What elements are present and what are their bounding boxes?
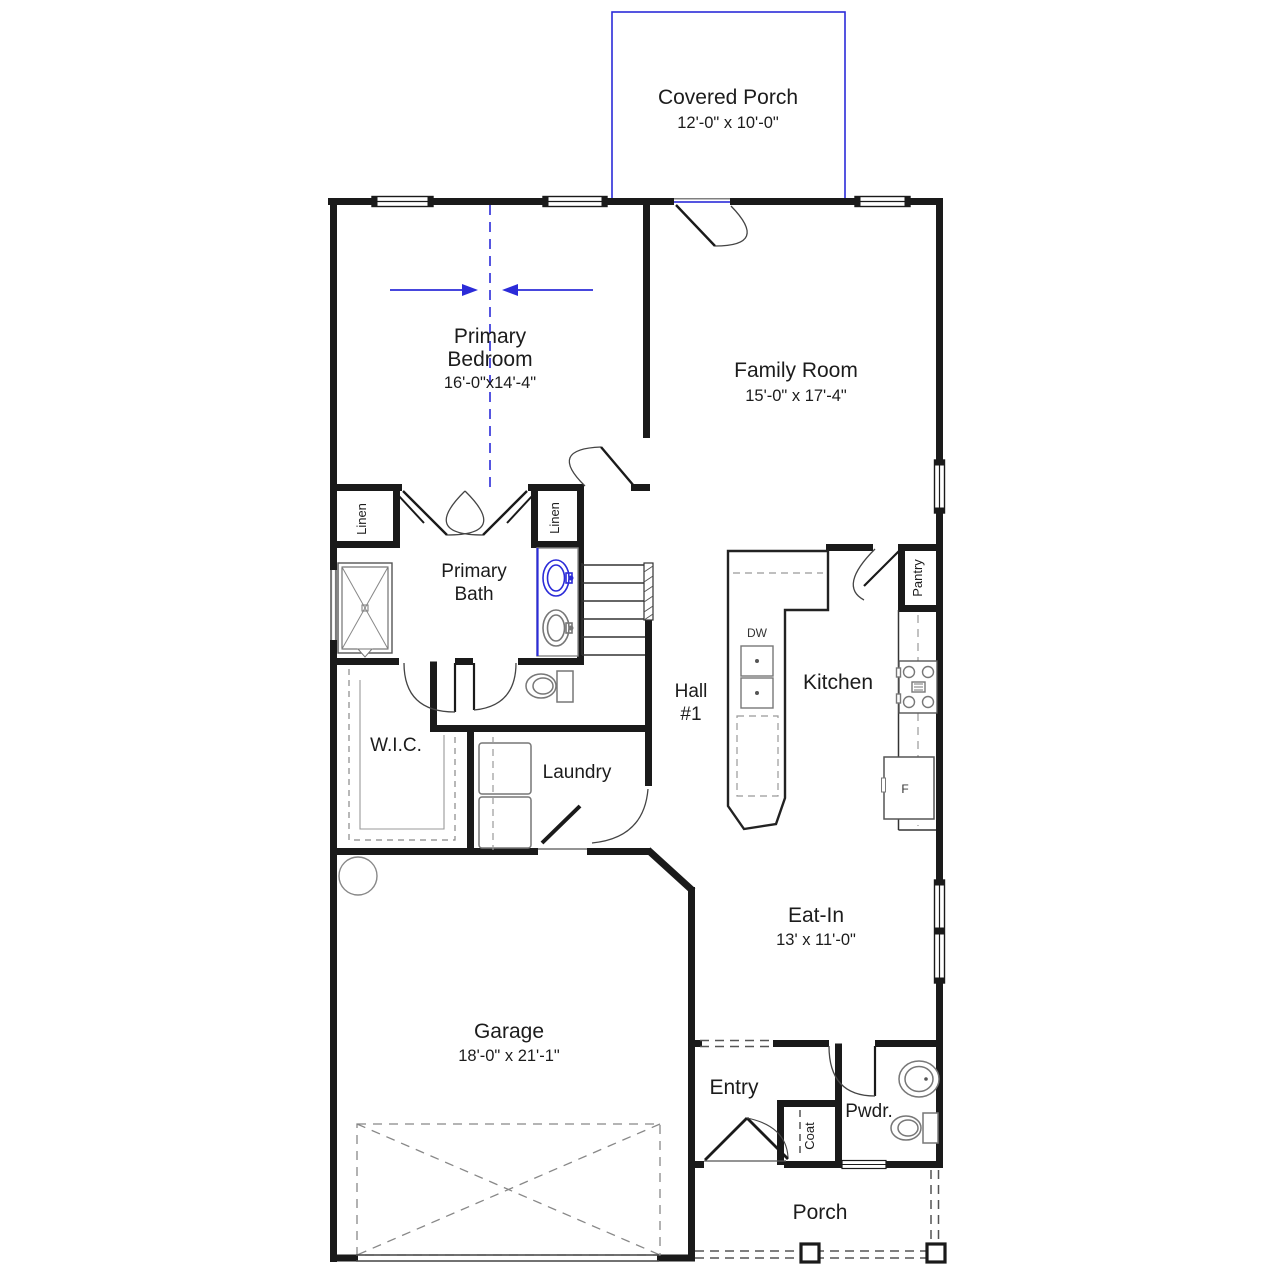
porch-post — [799, 1242, 821, 1264]
garage-elements — [338, 856, 661, 1262]
room-label-primary-bath: Primary — [441, 561, 507, 582]
door-leaf — [704, 1117, 748, 1161]
water-heater-icon — [338, 856, 378, 896]
porch-edge — [695, 1170, 940, 1259]
closet-label-coat: Coat — [802, 1122, 817, 1150]
appliance-label-fridge: F — [901, 782, 908, 796]
powder-fixtures — [890, 1060, 940, 1144]
door-leaf — [402, 490, 448, 536]
door-leaf — [746, 1117, 789, 1160]
porch-post — [925, 1242, 947, 1264]
door-arc — [568, 446, 602, 487]
room-dims-family-room: 15'-0" x 17'-4" — [745, 387, 847, 405]
toilet-icon — [890, 1112, 939, 1144]
room-label-hall: #1 — [680, 704, 701, 725]
door-leaf — [482, 490, 528, 536]
room-label-primary-bedroom: Primary — [454, 325, 527, 348]
stair-stringer — [643, 562, 654, 621]
room-label-garage: Garage — [474, 1020, 544, 1043]
sink-icon — [542, 609, 574, 647]
stairs — [581, 562, 654, 656]
door-arc — [591, 788, 649, 844]
room-label-primary-bath: Bath — [454, 584, 493, 605]
room-label-wic: W.I.C. — [370, 735, 422, 756]
closet-label-linen-right: Linen — [547, 502, 562, 534]
door-arc — [446, 490, 485, 536]
tray-ceiling-mark — [390, 205, 593, 487]
room-label-primary-bedroom: Bedroom — [447, 348, 532, 371]
appliance-label-dishwasher: DW — [747, 626, 768, 640]
closet-label-linen-left: Linen — [354, 503, 369, 535]
window-icon — [933, 879, 946, 984]
door-arc — [714, 205, 748, 247]
range-icon — [895, 660, 938, 714]
sink-icon — [740, 645, 774, 709]
window-icon — [542, 195, 608, 208]
vanity — [536, 547, 579, 657]
laundry-fixtures — [478, 737, 532, 850]
room-label-covered-porch: Covered Porch — [658, 86, 798, 109]
door-leaf — [397, 494, 425, 524]
toilet-icon — [525, 670, 574, 703]
walls — [328, 198, 943, 1262]
window-icon — [854, 195, 911, 208]
garage-door-zone — [356, 1123, 661, 1256]
kitchen-island — [726, 549, 830, 831]
door-leaf — [540, 804, 582, 845]
door-arc — [828, 1045, 876, 1097]
door-arc — [746, 1117, 789, 1158]
closet-label-pantry: Pantry — [910, 559, 925, 597]
room-label-laundry: Laundry — [543, 762, 612, 783]
shower-icon — [337, 562, 393, 658]
room-label-eat-in: Eat-In — [788, 904, 844, 927]
window-icon — [841, 1159, 887, 1170]
fridge-icon — [881, 756, 935, 820]
dryer-icon — [478, 796, 532, 849]
windows — [371, 195, 946, 1170]
window-icon — [933, 459, 946, 514]
dashed-openings — [695, 1039, 940, 1259]
room-label-porch: Porch — [793, 1201, 848, 1224]
room-dims-primary-bedroom: 16'-0"x14'-4" — [444, 374, 536, 392]
room-label-family-room: Family Room — [734, 359, 858, 382]
room-label-hall: Hall — [675, 681, 708, 702]
door-leaf — [506, 494, 534, 524]
room-label-kitchen: Kitchen — [803, 671, 873, 694]
labels: Covered Porch 12'-0" x 10'-0" Primary Be… — [354, 86, 925, 1224]
door-arc — [445, 490, 484, 536]
sink-icon — [898, 1060, 940, 1098]
room-label-entry: Entry — [709, 1076, 759, 1099]
covered-porch-outline — [611, 11, 846, 203]
porch-posts — [799, 1242, 947, 1264]
wic-shelving — [348, 669, 456, 841]
door-leaf — [675, 204, 716, 247]
door-leaf — [863, 550, 900, 587]
garage-door — [356, 1254, 659, 1262]
doors — [397, 198, 900, 1162]
door-leaf — [600, 446, 635, 487]
sink-icon — [542, 559, 574, 597]
door-arc — [852, 548, 876, 601]
washer-icon — [478, 742, 532, 795]
kitchen-fixtures — [726, 549, 938, 831]
bath-fixtures — [330, 547, 579, 703]
door-arc — [403, 662, 456, 713]
room-dims-eat-in: 13' x 11'-0" — [776, 931, 856, 949]
room-label-powder: Pwdr. — [845, 1101, 893, 1122]
room-dims-garage: 18'-0" x 21'-1" — [458, 1047, 560, 1065]
door-arc — [473, 662, 517, 711]
window-icon — [371, 195, 434, 208]
room-dims-covered-porch: 12'-0" x 10'-0" — [677, 114, 779, 132]
